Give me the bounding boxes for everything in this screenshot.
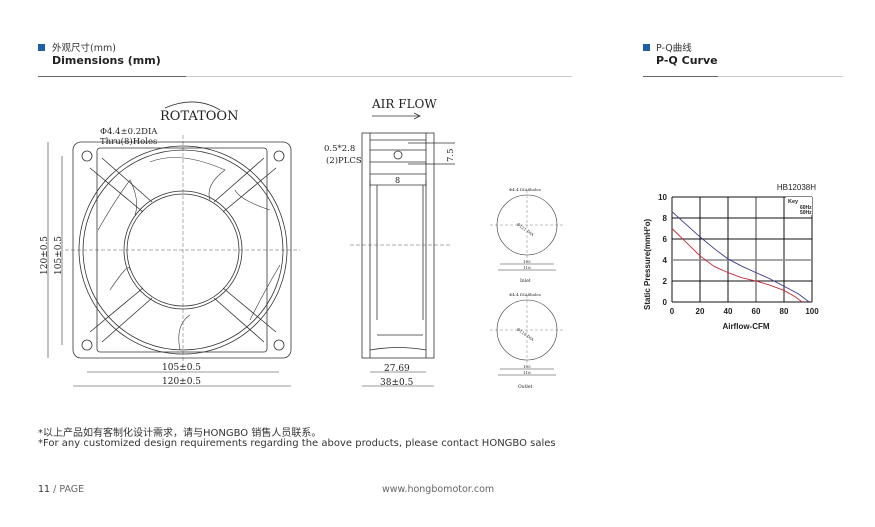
section-marker-icon [38, 44, 45, 51]
page-label: / PAGE [50, 484, 85, 495]
dimensions-title: Dimensions (mm) [52, 54, 161, 67]
outlet-label: Outlet [518, 384, 532, 390]
terminal-count: (2)PLCS [326, 155, 362, 166]
section-divider [38, 76, 572, 77]
dim-depth: 38±0.5 [380, 378, 414, 388]
y-axis-label: Static Pressure(mmH²o) [643, 219, 652, 310]
dim-width-outer: 120±0.5 [162, 377, 201, 387]
inlet-dim-inner: 105 [523, 259, 531, 264]
y-tick-label: 2 [663, 277, 668, 286]
y-tick-label: 0 [663, 298, 668, 307]
pq-curve-chart: HB12038H Static Pressure(mmH²o) Airflow-… [643, 183, 819, 331]
dim-height-inner: 105±0.5 [54, 236, 64, 275]
y-tick-label: 10 [658, 193, 667, 202]
website-link[interactable]: www.hongbomotor.com [382, 484, 495, 495]
customization-note-cn: *以上产品如有客制化设计需求，请与HONGBO 销售人员联系。 [38, 428, 322, 439]
inlet-label: Inlet [520, 278, 531, 284]
legend: Key 60Hz 50Hz [786, 197, 812, 216]
x-tick-label: 60 [752, 307, 761, 316]
x-tick-label: 20 [696, 307, 705, 316]
legend-title: Key [788, 199, 799, 205]
rotation-arrow-icon [164, 101, 221, 111]
inlet-dim-outer: 116 [523, 265, 531, 270]
x-tick-label: 80 [780, 307, 789, 316]
chart-title: HB12038H [777, 183, 816, 192]
section-marker-icon [643, 44, 650, 51]
outlet-dim-outer: 116 [523, 370, 531, 375]
inlet-view: Φ4.4 DIA8holes Φ121 DIA 105 116 Inlet [490, 187, 565, 284]
dim-inner-depth: 27.69 [384, 364, 410, 374]
x-tick-label: 40 [724, 307, 733, 316]
hole-count: Thru(8)Holes [100, 136, 157, 147]
legend-item: 60Hz [800, 205, 812, 211]
rotation-label: ROTATOON [160, 109, 238, 124]
page-number: 11 / PAGE [38, 484, 84, 495]
outlet-view: Φ4.4 DIA8holes Φ118 DIA 105 116 Outlet [490, 292, 565, 390]
y-tick-label: 6 [663, 235, 668, 244]
y-tick-label: 4 [663, 256, 668, 265]
hole-spec: Φ4.4±0.2DIA [100, 127, 158, 137]
series-line-50hz [671, 228, 803, 303]
legend-item: 50Hz [800, 210, 812, 216]
dim-width-inner: 105±0.5 [162, 363, 201, 373]
terminal-spec: 0.5*2.8 [324, 144, 355, 154]
outlet-dim-inner: 105 [523, 364, 531, 369]
pq-title-cn: P-Q曲线 [656, 43, 692, 54]
dim-height-outer: 120±0.5 [40, 236, 50, 275]
inlet-hole-spec: Φ4.4 DIA8holes [509, 187, 541, 192]
dimensions-title-cn: 外观尺寸(mm) [52, 43, 116, 54]
outlet-diameter: Φ118 DIA [516, 327, 535, 343]
airflow-arrow-icon [372, 112, 421, 120]
y-tick-label: 8 [663, 214, 668, 223]
airflow-label: AIR FLOW [371, 97, 437, 111]
dim-terminal-spacing: 8 [395, 176, 400, 185]
series-line-60hz [671, 211, 810, 303]
outlet-hole-spec: Φ4.4 DIA8holes [509, 292, 541, 297]
inlet-outlet-drawing: Φ4.4 DIA8holes Φ121 DIA 105 116 Inlet Φ4… [490, 187, 565, 390]
x-tick-label: 100 [805, 307, 819, 316]
x-tick-label: 0 [670, 307, 675, 316]
customization-note: *For any customized design requirements … [38, 438, 556, 449]
front-view-drawing: ROTATOON Φ4.4±0.2DIA Thru(8)Holes 120±0.… [40, 101, 300, 387]
inlet-diameter: Φ121 DIA [516, 222, 535, 238]
page-number-value: 11 [38, 484, 51, 495]
side-view-drawing: AIR FLOW 0.5*2.8 (2)PLCS 7.5 8 27.69 38±… [324, 97, 456, 388]
dim-terminal-height: 7.5 [446, 148, 456, 162]
x-axis-label: Airflow-CFM [722, 322, 769, 331]
pq-title: P-Q Curve [656, 54, 718, 67]
section-divider [643, 76, 843, 77]
